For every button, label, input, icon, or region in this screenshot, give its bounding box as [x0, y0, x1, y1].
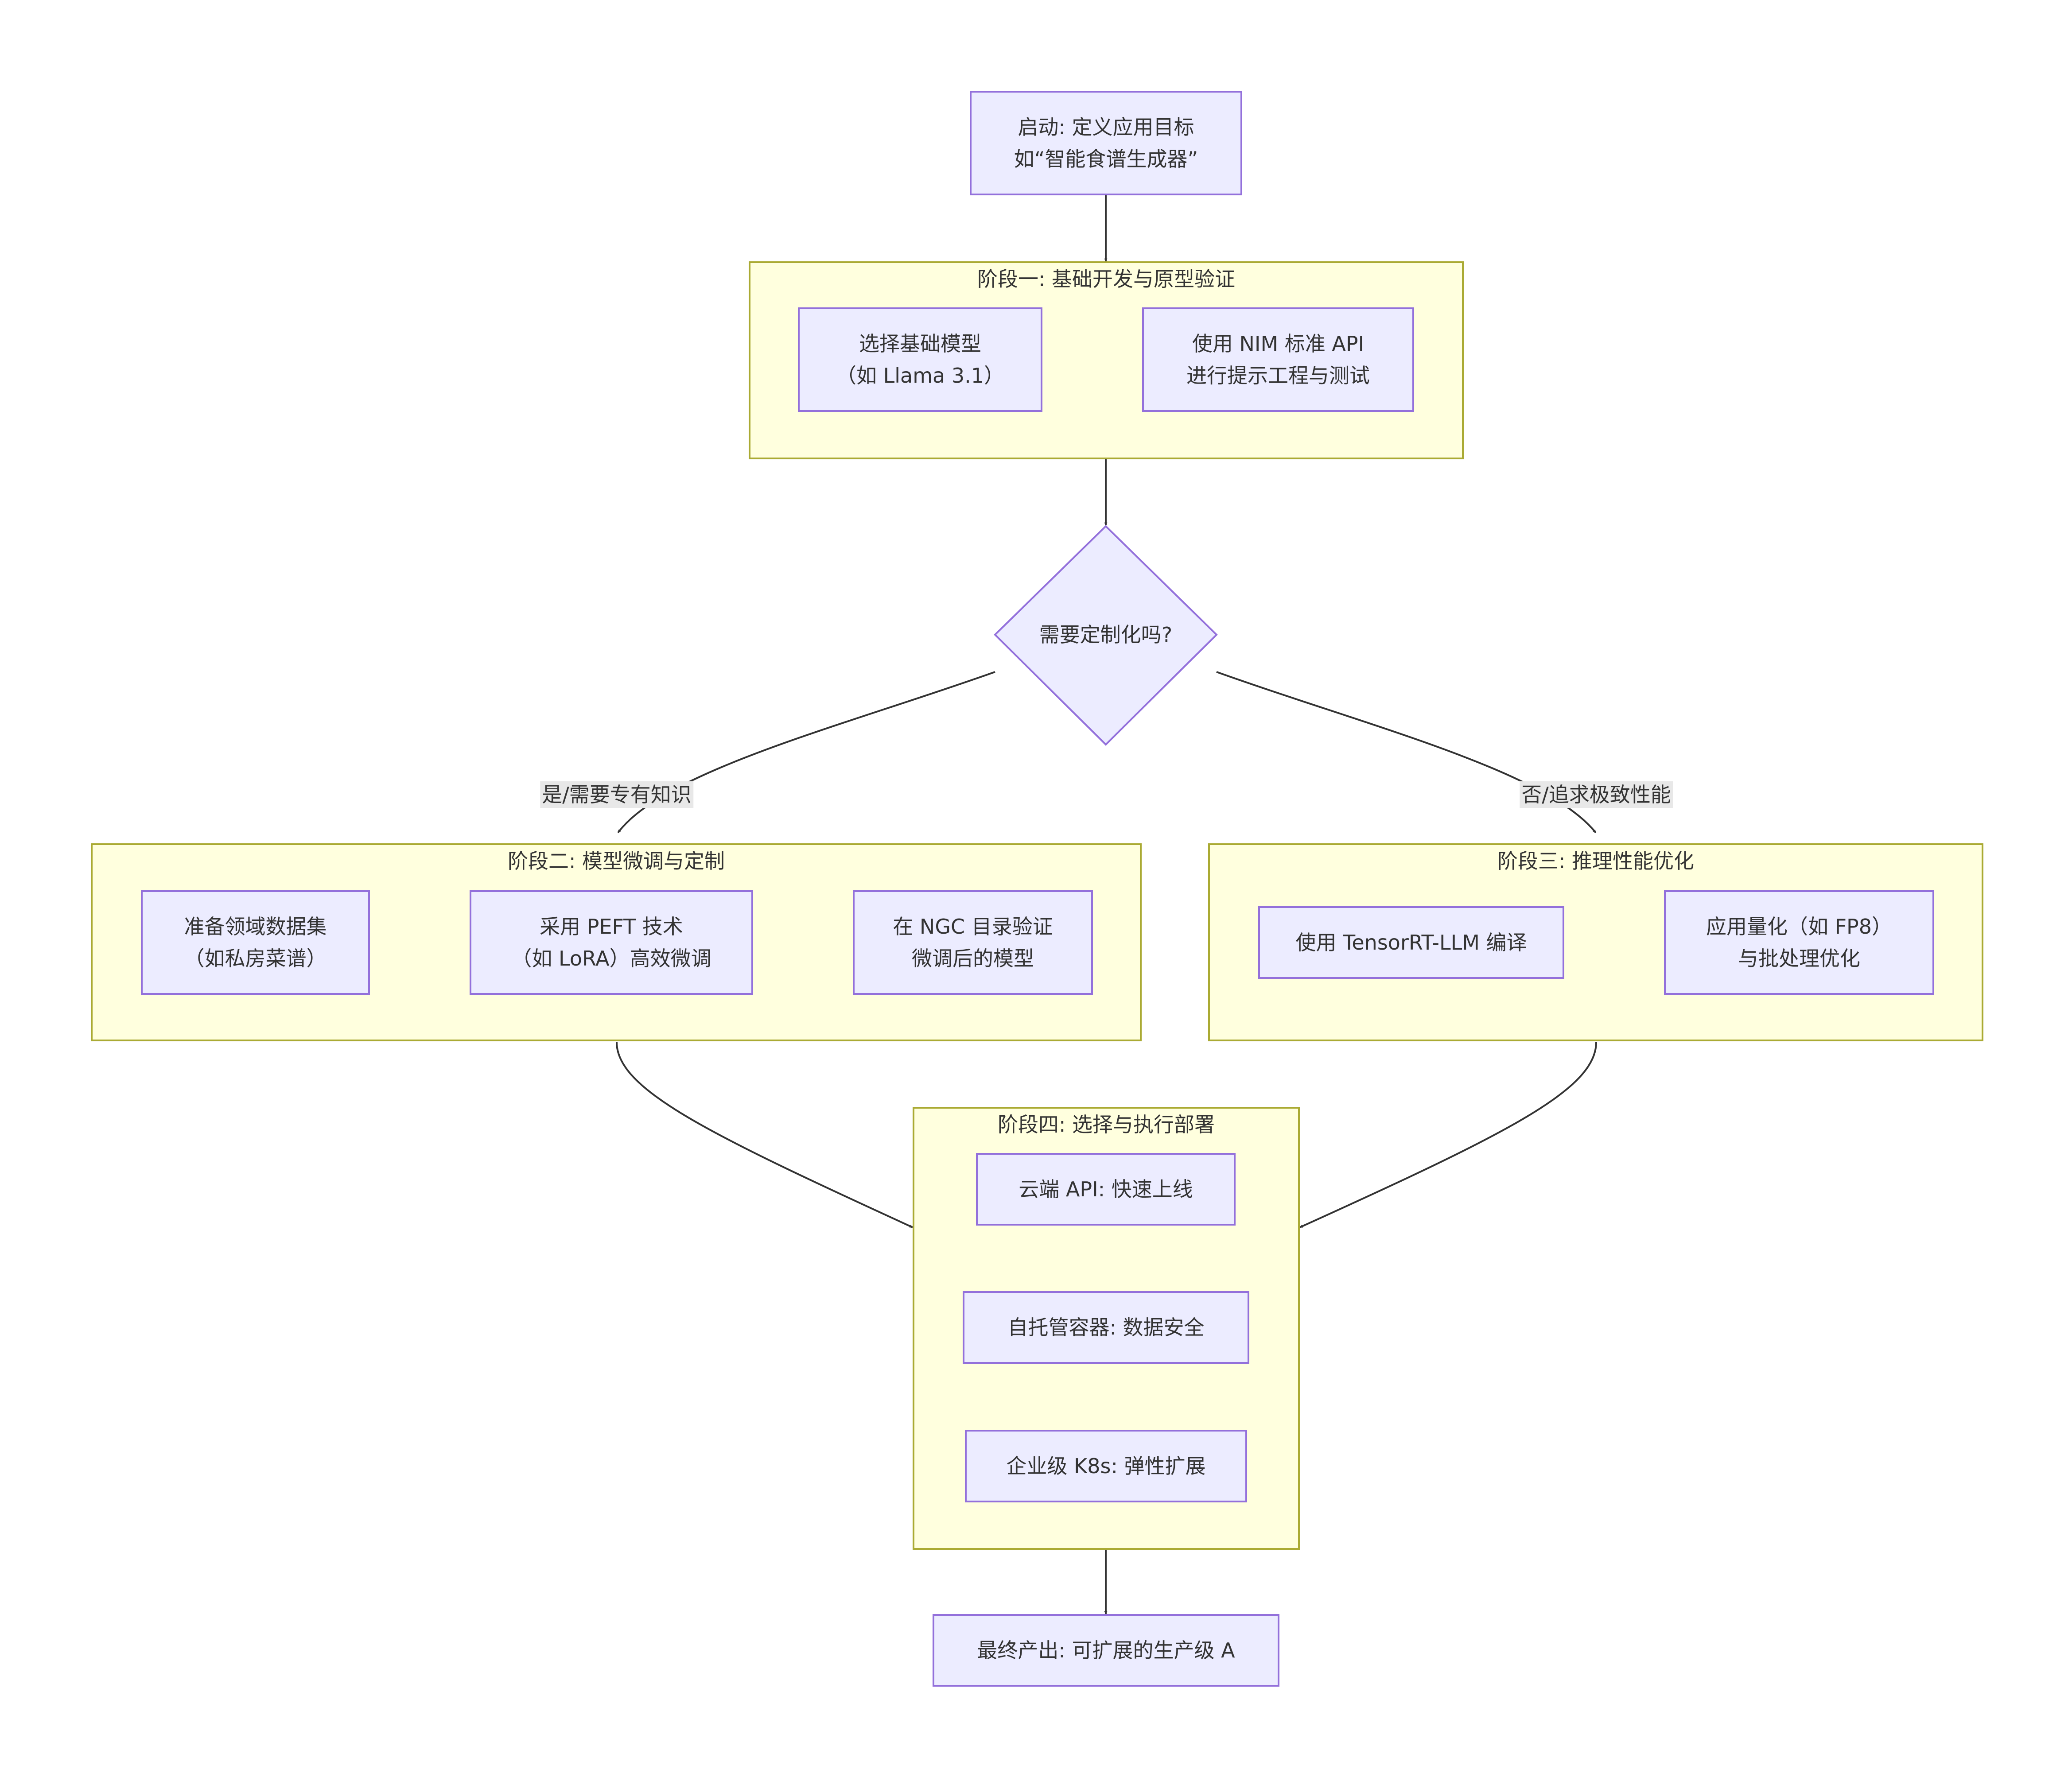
k8s-node: 企业级 K8s: 弹性扩展 [965, 1430, 1247, 1502]
tensorrt-line1: 使用 TensorRT-LLM 编译 [1295, 931, 1527, 954]
self-hosted-label: 自托管容器: 数据安全 [1007, 1315, 1205, 1339]
phase3-title: 阶段三: 推理性能优化 [1497, 849, 1695, 873]
cloud-api-node: 云端 API: 快速上线 [976, 1153, 1236, 1226]
nim-api-line1: 使用 NIM 标准 API [1192, 332, 1364, 356]
k8s-label: 企业级 K8s: 弹性扩展 [1006, 1454, 1206, 1478]
quantize-line2: 与批处理优化 [1738, 947, 1860, 970]
start-node: 启动: 定义应用目标 如“智能食谱生成器” [970, 91, 1242, 195]
nim-api-line2: 进行提示工程与测试 [1186, 364, 1370, 388]
peft-line1: 采用 PEFT 技术 [540, 915, 683, 939]
select-model-line2: （如 Llama 3.1） [836, 364, 1004, 388]
phase4-title: 阶段四: 选择与执行部署 [997, 1113, 1215, 1137]
select-model-line1: 选择基础模型 [859, 332, 981, 356]
select-model-node: 选择基础模型 （如 Llama 3.1） [798, 307, 1042, 412]
tensorrt-node: 使用 TensorRT-LLM 编译 [1258, 906, 1564, 979]
start-line2: 如“智能食谱生成器” [1014, 147, 1198, 171]
edge-decision-to-phase2 [617, 671, 995, 834]
decision-label: 需要定制化吗? [1039, 623, 1173, 647]
quantize-line1: 应用量化（如 FP8） [1706, 915, 1893, 939]
phase1-title: 阶段一: 基础开发与原型验证 [977, 267, 1236, 291]
prepare-data-line1: 准备领域数据集 [184, 915, 327, 939]
edge-decision-to-phase3 [1216, 671, 1597, 834]
prepare-data-line2: （如私房菜谱） [184, 947, 327, 970]
self-hosted-node: 自托管容器: 数据安全 [963, 1291, 1249, 1364]
quantize-node: 应用量化（如 FP8） 与批处理优化 [1664, 890, 1934, 995]
edge-phase3-to-phase4 [1299, 1042, 1597, 1228]
no-edge-label: 否/追求极致性能 [1520, 781, 1673, 808]
peft-node: 采用 PEFT 技术 （如 LoRA）高效微调 [470, 890, 753, 995]
peft-line2: （如 LoRA）高效微调 [511, 947, 711, 970]
final-label: 最终产出: 可扩展的生产级 A [977, 1638, 1235, 1662]
ngc-verify-node: 在 NGC 目录验证 微调后的模型 [853, 890, 1093, 995]
final-node: 最终产出: 可扩展的生产级 A [933, 1614, 1279, 1687]
nim-api-node: 使用 NIM 标准 API 进行提示工程与测试 [1142, 307, 1414, 412]
ngc-verify-line1: 在 NGC 目录验证 [893, 915, 1053, 939]
cloud-api-label: 云端 API: 快速上线 [1019, 1177, 1193, 1201]
edge-phase2-to-phase4 [616, 1042, 913, 1228]
start-line1: 启动: 定义应用目标 [1018, 115, 1194, 139]
prepare-data-node: 准备领域数据集 （如私房菜谱） [141, 890, 370, 995]
yes-edge-label: 是/需要专有知识 [540, 781, 693, 808]
phase2-title: 阶段二: 模型微调与定制 [507, 849, 725, 873]
ngc-verify-line2: 微调后的模型 [911, 947, 1034, 970]
